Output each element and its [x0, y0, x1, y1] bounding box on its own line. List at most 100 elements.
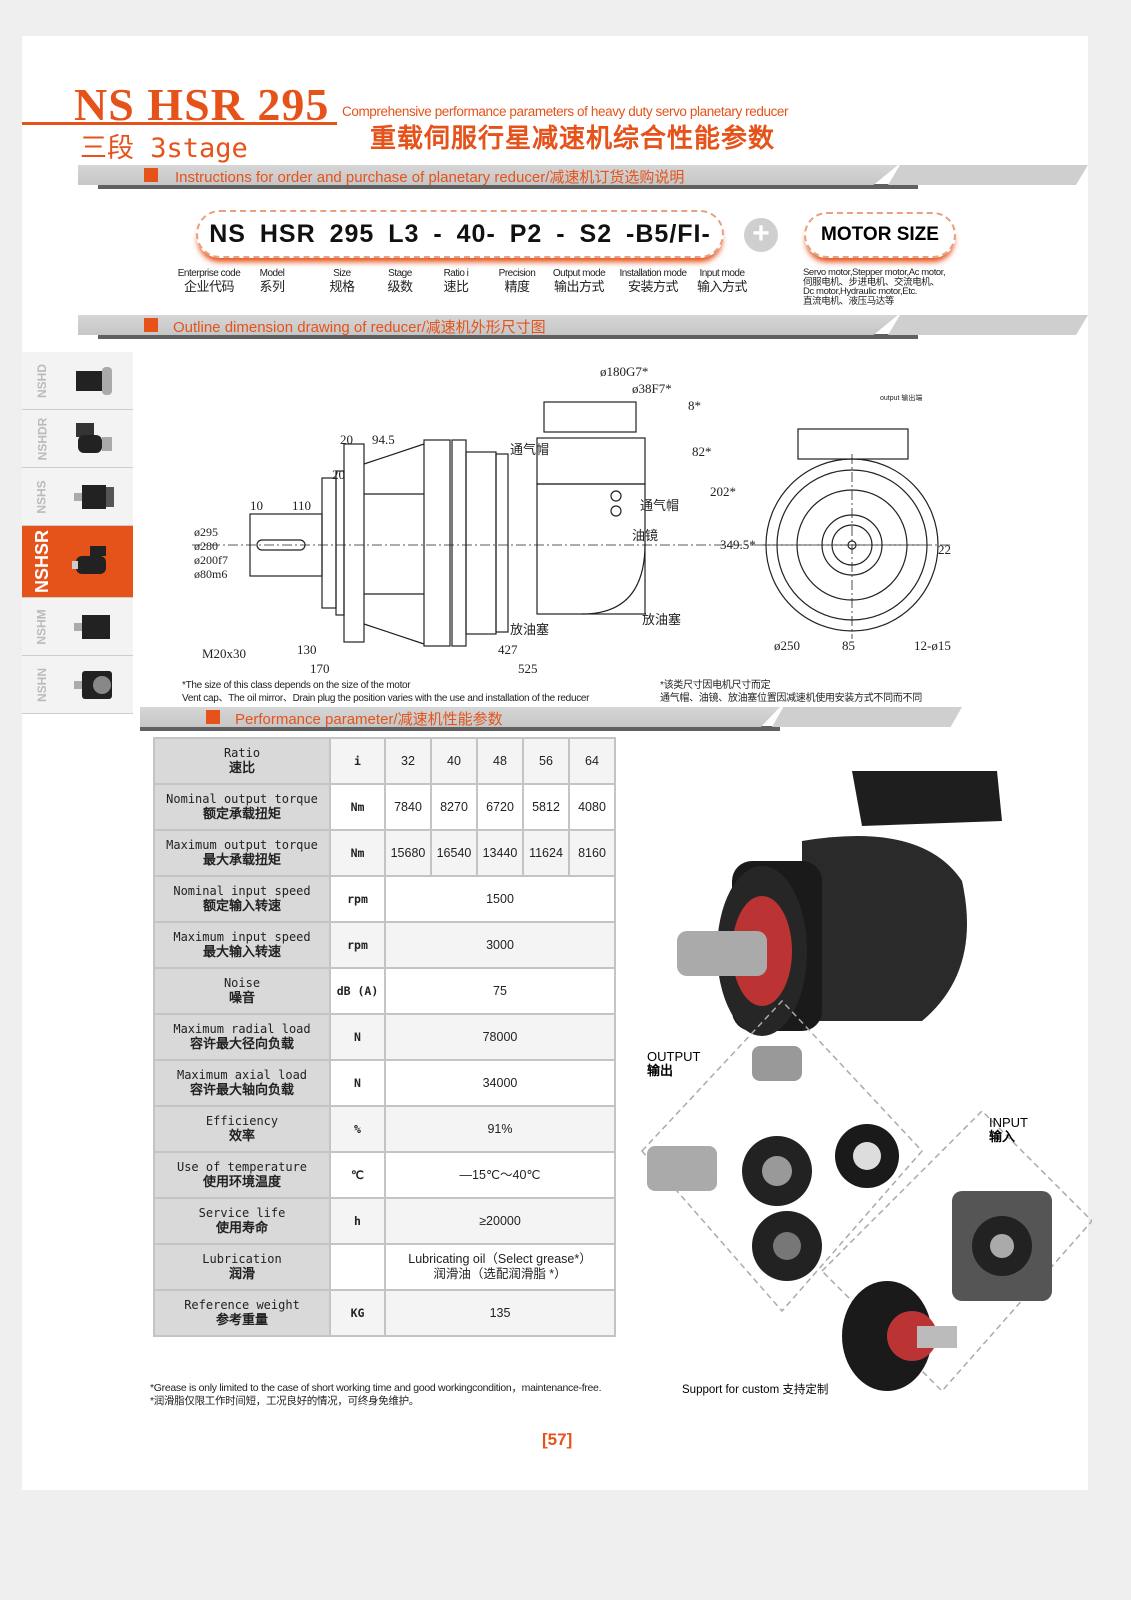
tab-nshn[interactable]: NSHN	[22, 656, 133, 714]
reducer-thumb-icon	[76, 366, 112, 395]
part-label: 放油塞	[642, 612, 681, 627]
drawing-note-en: *The size of this class depends on the s…	[182, 680, 590, 704]
front-view	[760, 428, 952, 639]
unit-cell: rpm	[329, 921, 386, 969]
tab-nshm[interactable]: NSHM	[22, 598, 133, 656]
dim-label: ø280	[194, 539, 218, 553]
section-band-performance: Performance parameter/减速机性能参数	[140, 707, 970, 731]
value-cell: 34000	[384, 1059, 616, 1107]
value-cell: 15680	[384, 829, 432, 877]
dim-label: ø180G7*	[600, 364, 648, 379]
unit-cell: N	[329, 1013, 386, 1061]
reducer-thumb-icon	[74, 670, 112, 699]
dim-label: 130	[297, 642, 317, 657]
value-cell: 75	[384, 967, 616, 1015]
motor-types: Servo motor,Stepper motor,Ac motor,伺服电机、…	[803, 267, 946, 307]
plus-icon: +	[744, 218, 778, 252]
unit-cell: h	[329, 1197, 386, 1245]
unit-cell: KG	[329, 1289, 386, 1337]
unit-cell: i	[329, 737, 386, 785]
section-title-order: Instructions for order and purchase of p…	[175, 169, 685, 186]
reducer-thumb-icon	[74, 484, 114, 509]
unit-cell: %	[329, 1105, 386, 1153]
subtitle-en: Comprehensive performance parameters of …	[342, 104, 789, 119]
value-cell: 8270	[430, 783, 478, 831]
value-cell: —15℃～40℃	[384, 1151, 616, 1199]
value-cell: 78000	[384, 1013, 616, 1061]
value-cell: 4080	[568, 783, 616, 831]
part-label: 油镜	[632, 528, 658, 543]
dim-label: 110	[292, 498, 311, 513]
catalog-page: NS HSR 295 三段 3stage Comprehensive perfo…	[22, 36, 1092, 1490]
part-label: 通气帽	[640, 498, 679, 513]
value-cell: ≥20000	[384, 1197, 616, 1245]
section-title-performance: Performance parameter/减速机性能参数	[235, 711, 503, 728]
value-cell: Lubricating oil（Select grease*）润滑油（选配润滑脂…	[384, 1243, 616, 1291]
grease-footnote: *Grease is only limited to the case of s…	[150, 1382, 602, 1407]
dim-label: 82*	[692, 444, 712, 459]
unit-cell: ℃	[329, 1151, 386, 1199]
value-cell: 6720	[476, 783, 524, 831]
dim-label: 525	[518, 661, 538, 676]
tab-nshsr[interactable]: NSHSR	[22, 526, 133, 598]
side-view	[192, 401, 922, 647]
unit-cell: rpm	[329, 875, 386, 923]
dim-label: 10	[250, 498, 263, 513]
dim-label: ø38F7*	[632, 381, 672, 396]
unit-cell: Nm	[329, 783, 386, 831]
value-cell: 32	[384, 737, 432, 785]
section-band-order: Instructions for order and purchase of p…	[78, 165, 1088, 189]
motor-size-box: MOTOR SIZE	[804, 212, 956, 258]
value-cell: 56	[522, 737, 570, 785]
series-tabs: NSHD NSHDR NSHS NSHSR NSHM NSHN	[22, 352, 133, 714]
reducer-photo	[677, 771, 1002, 1036]
value-cell: 48	[476, 737, 524, 785]
value-cell: 7840	[384, 783, 432, 831]
section-band-outline: Outline dimension drawing of reducer/减速机…	[78, 315, 1088, 339]
value-cell: 5812	[522, 783, 570, 831]
value-cell: 64	[568, 737, 616, 785]
output-options	[647, 1046, 899, 1281]
model-title: NS HSR 295	[74, 79, 330, 130]
dim-label: 427	[498, 642, 518, 657]
value-cell: 16540	[430, 829, 478, 877]
tab-nshs[interactable]: NSHS	[22, 468, 133, 526]
value-cell: 1500	[384, 875, 616, 923]
dimension-labels: ø180G7* ø38F7* 8* 82* 202* 349.5* 20 94.…	[194, 364, 951, 676]
dim-label: 170	[310, 661, 330, 676]
title-rule	[22, 122, 337, 125]
tab-nshdr[interactable]: NSHDR	[22, 410, 133, 468]
input-options	[842, 1191, 1052, 1391]
part-label: output 输出端	[880, 393, 922, 402]
custom-support-text: Support for custom 支持定制	[682, 1384, 829, 1396]
value-cell: 11624	[522, 829, 570, 877]
reducer-thumb-icon	[74, 614, 110, 639]
tab-nshd[interactable]: NSHD	[22, 352, 133, 410]
dim-label: ø80m6	[194, 567, 227, 581]
outline-drawing: ø180G7* ø38F7* 8* 82* 202* 349.5* 20 94.…	[192, 364, 952, 676]
section-title-outline: Outline dimension drawing of reducer/减速机…	[173, 319, 546, 336]
